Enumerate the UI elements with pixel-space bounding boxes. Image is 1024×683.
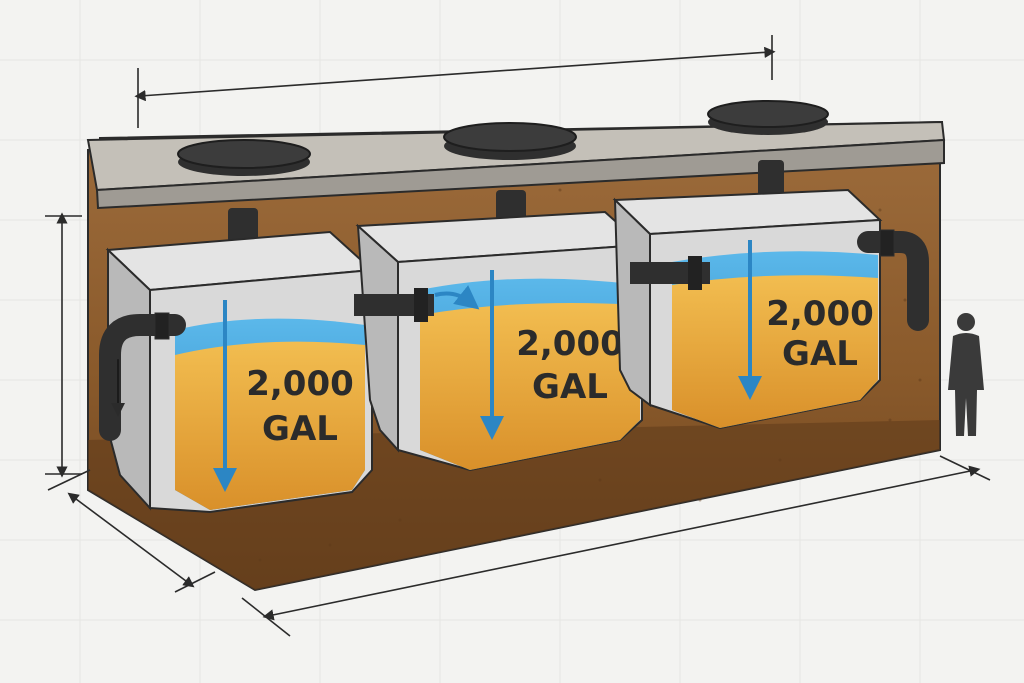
- tank-3-volume-unit: GAL: [782, 334, 858, 374]
- connector-pipe-2-3: [630, 256, 710, 290]
- connector-pipe-1-2: [354, 285, 480, 322]
- person-scale-figure: [948, 313, 984, 436]
- outlet-pipe: [857, 229, 929, 331]
- tank-1: 2,000 GAL: [105, 230, 375, 514]
- access-lid-3: [707, 100, 829, 135]
- tank-3: 2,000 GAL: [612, 188, 883, 430]
- tank-1-volume-number: 2,000: [246, 364, 354, 404]
- dimension-bottom-width: [47, 469, 216, 593]
- tank-2-volume-unit: GAL: [532, 367, 608, 407]
- tank-2: 2,000 GAL: [355, 210, 645, 472]
- tank-2-volume-number: 2,000: [516, 324, 624, 364]
- access-lid-1: [177, 139, 311, 176]
- inlet-pipe: [99, 312, 186, 441]
- dimension-bottom-length: [241, 455, 991, 637]
- dimension-left-height: [45, 212, 82, 478]
- tank-3-volume-number: 2,000: [766, 294, 874, 334]
- access-lid-2: [443, 122, 577, 160]
- dimension-top-length: [134, 35, 776, 128]
- tank-1-volume-unit: GAL: [262, 409, 338, 449]
